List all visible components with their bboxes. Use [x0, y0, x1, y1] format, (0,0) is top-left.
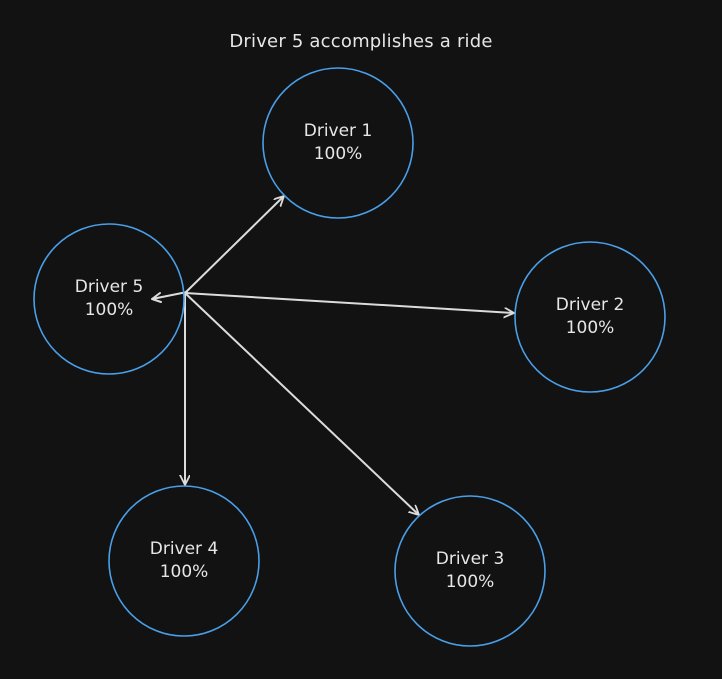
node-circle-driver-1[interactable]	[262, 67, 414, 219]
arrow-driver-5-to-driver-1	[184, 195, 285, 294]
nodes-layer	[33, 67, 666, 647]
node-circle-driver-2[interactable]	[514, 241, 666, 393]
arrow-driver-5-to-driver-3	[184, 292, 420, 516]
arrow-stub-driver-5	[151, 291, 188, 303]
arrow-driver-5-to-driver-2	[184, 292, 515, 313]
node-circle-driver-5[interactable]	[33, 223, 185, 375]
diagram-title: Driver 5 accomplishes a ride	[229, 31, 493, 52]
node-circle-driver-4[interactable]	[108, 485, 260, 637]
node-circle-driver-3[interactable]	[394, 495, 546, 647]
edges-layer	[151, 195, 515, 516]
